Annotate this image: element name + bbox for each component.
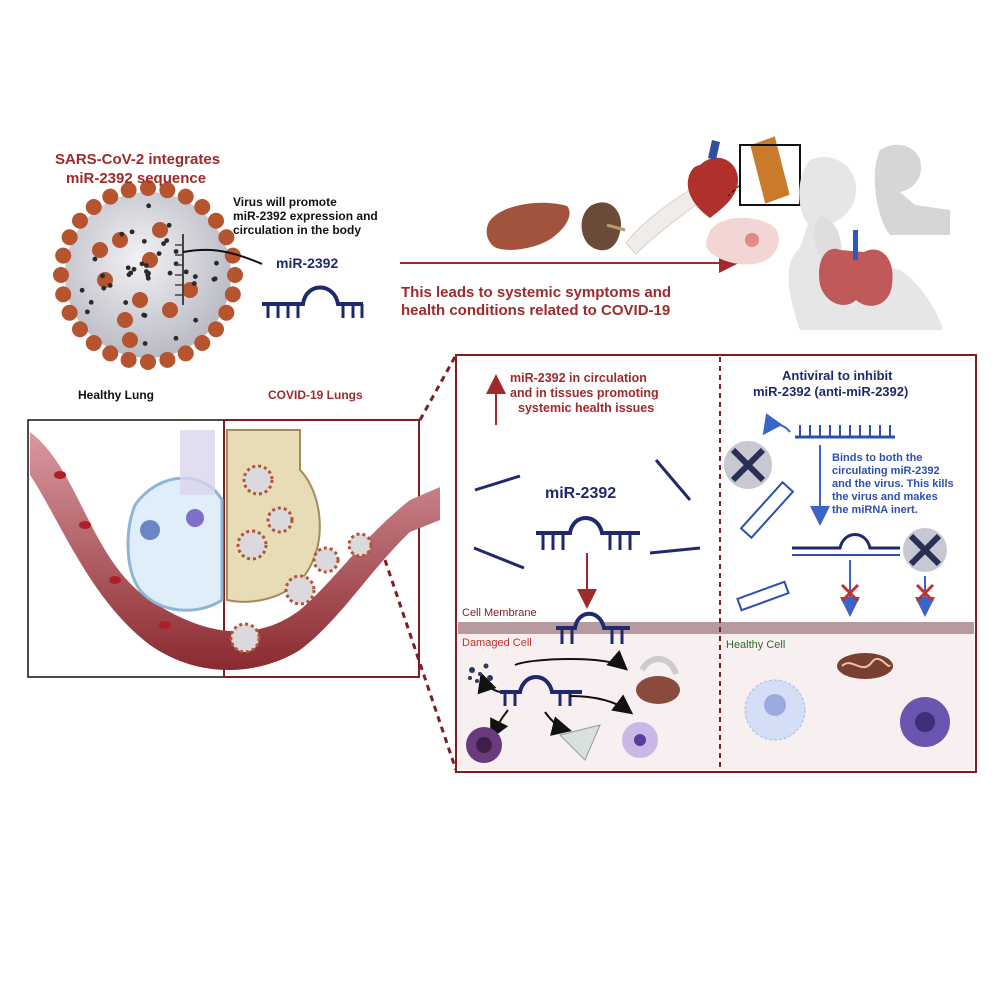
healthy-cell-label: Healthy Cell xyxy=(726,640,785,652)
binds-line1: Binds to both the xyxy=(832,453,922,465)
promote-line1: Virus will promote xyxy=(233,196,337,209)
healthy-mitochondrion-icon xyxy=(837,653,893,679)
circulation-line1: miR-2392 in circulation xyxy=(510,372,647,385)
healthy-alveolus xyxy=(128,478,222,610)
apoptotic-cell-icon xyxy=(622,722,658,758)
circulation-line2: and in tissues promoting xyxy=(510,387,659,400)
sars-cov-2-virus-illustration xyxy=(53,180,262,370)
covid-lung-label: COVID-19 Lungs xyxy=(268,389,363,402)
circulation-line3: systemic health issues xyxy=(518,402,654,415)
heart-icon xyxy=(688,140,738,218)
binds-line2: circulating miR-2392 xyxy=(832,466,940,478)
systemic-line1: This leads to systemic symptoms and xyxy=(401,285,671,301)
mirna-label-center: miR-2392 xyxy=(545,486,616,503)
promote-line2: miR-2392 expression and xyxy=(233,210,378,223)
zoom-line-top xyxy=(420,355,456,420)
inactivated-virus-icon-right xyxy=(903,528,947,572)
liver-icon xyxy=(487,203,570,250)
mirna-structure-icon xyxy=(262,288,363,319)
antiviral-title-line1: Antiviral to inhibit xyxy=(782,369,893,383)
skin-arm-icon xyxy=(626,190,700,254)
antiviral-title-line2: miR-2392 (anti-miR-2392) xyxy=(753,385,908,399)
patient-coughing-illustration xyxy=(788,145,950,330)
header-title-line1: SARS-CoV-2 integrates xyxy=(55,152,220,168)
intracellular-area xyxy=(458,628,974,770)
binds-line5: the miRNA inert. xyxy=(832,505,918,517)
damaged-cell-label: Damaged Cell xyxy=(462,638,532,650)
cell-membrane-band xyxy=(458,622,974,634)
mirna-label-top: miR-2392 xyxy=(276,256,338,271)
brain-icon xyxy=(706,218,779,265)
inactivated-virus-icon-top xyxy=(724,441,772,489)
systemic-line2: health conditions related to COVID-19 xyxy=(401,303,670,319)
healthy-cell-icon-left xyxy=(745,680,805,740)
binds-line3: and the virus. This kills xyxy=(832,479,954,491)
header-title-line2: miR-2392 sequence xyxy=(66,171,206,187)
healthy-lung-label: Healthy Lung xyxy=(78,389,154,402)
binds-line4: the virus and makes xyxy=(832,492,938,504)
blood-vessel-icon xyxy=(728,136,800,205)
kidney-icon xyxy=(582,202,625,250)
healthy-cell-icon-right xyxy=(900,697,950,747)
cell-membrane-label: Cell Membrane xyxy=(462,608,537,620)
promote-line3: circulation in the body xyxy=(233,224,361,237)
necrotic-cell-icon xyxy=(466,727,502,763)
